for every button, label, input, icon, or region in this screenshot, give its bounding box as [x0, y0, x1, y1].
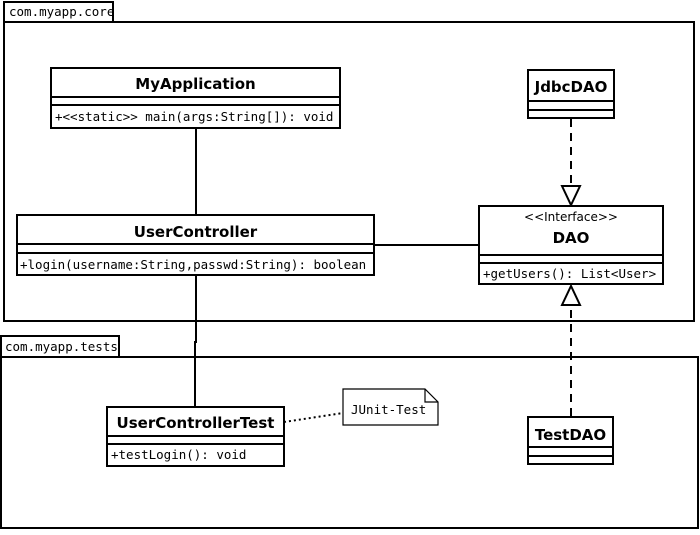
note-text: JUnit-Test: [351, 402, 426, 417]
association-usercontroller-test[interactable]: [194, 276, 197, 407]
interface-dao-operation: +getUsers(): List<User>: [483, 266, 656, 281]
realization-arrowhead-jdbcdao: [560, 185, 582, 208]
interface-dao[interactable]: <<Interface>> DAO +getUsers(): List<User…: [478, 205, 664, 285]
note-body: [342, 388, 439, 426]
interface-dao-box: [478, 205, 664, 285]
note-junit-test[interactable]: JUnit-Test: [342, 388, 439, 426]
realization-arrowhead-testdao: [560, 283, 582, 306]
package-core-tab: [3, 1, 114, 23]
package-tests-tab: [0, 335, 120, 358]
class-myapplication[interactable]: MyApplication +<<static>> main(args:Stri…: [50, 67, 341, 129]
class-usercontroller-operation: +login(username:String,passwd:String): b…: [20, 257, 366, 272]
class-jdbcdao-name: JdbcDAO: [534, 78, 608, 96]
class-myapplication-name: MyApplication: [135, 75, 255, 93]
class-jdbcdao[interactable]: JdbcDAO: [527, 69, 615, 119]
note-folded-corner-icon: [424, 389, 438, 403]
class-usercontrollertest-operation: +testLogin(): void: [111, 447, 246, 462]
class-testdao[interactable]: TestDAO: [527, 416, 614, 465]
class-usercontroller-name: UserController: [134, 223, 258, 241]
class-usercontrollertest[interactable]: UserControllerTest +testLogin(): void: [106, 406, 285, 467]
package-tests-label: com.myapp.tests: [5, 339, 118, 354]
class-myapplication-operation: +<<static>> main(args:String[]): void: [55, 109, 333, 124]
interface-dao-name: DAO: [553, 229, 590, 247]
class-usercontroller[interactable]: UserController +login(username:String,pa…: [16, 214, 375, 276]
class-testdao-name: TestDAO: [535, 426, 606, 444]
class-usercontrollertest-name: UserControllerTest: [117, 414, 275, 432]
interface-dao-stereotype: <<Interface>>: [524, 210, 618, 224]
package-core-label: com.myapp.core: [9, 4, 114, 19]
